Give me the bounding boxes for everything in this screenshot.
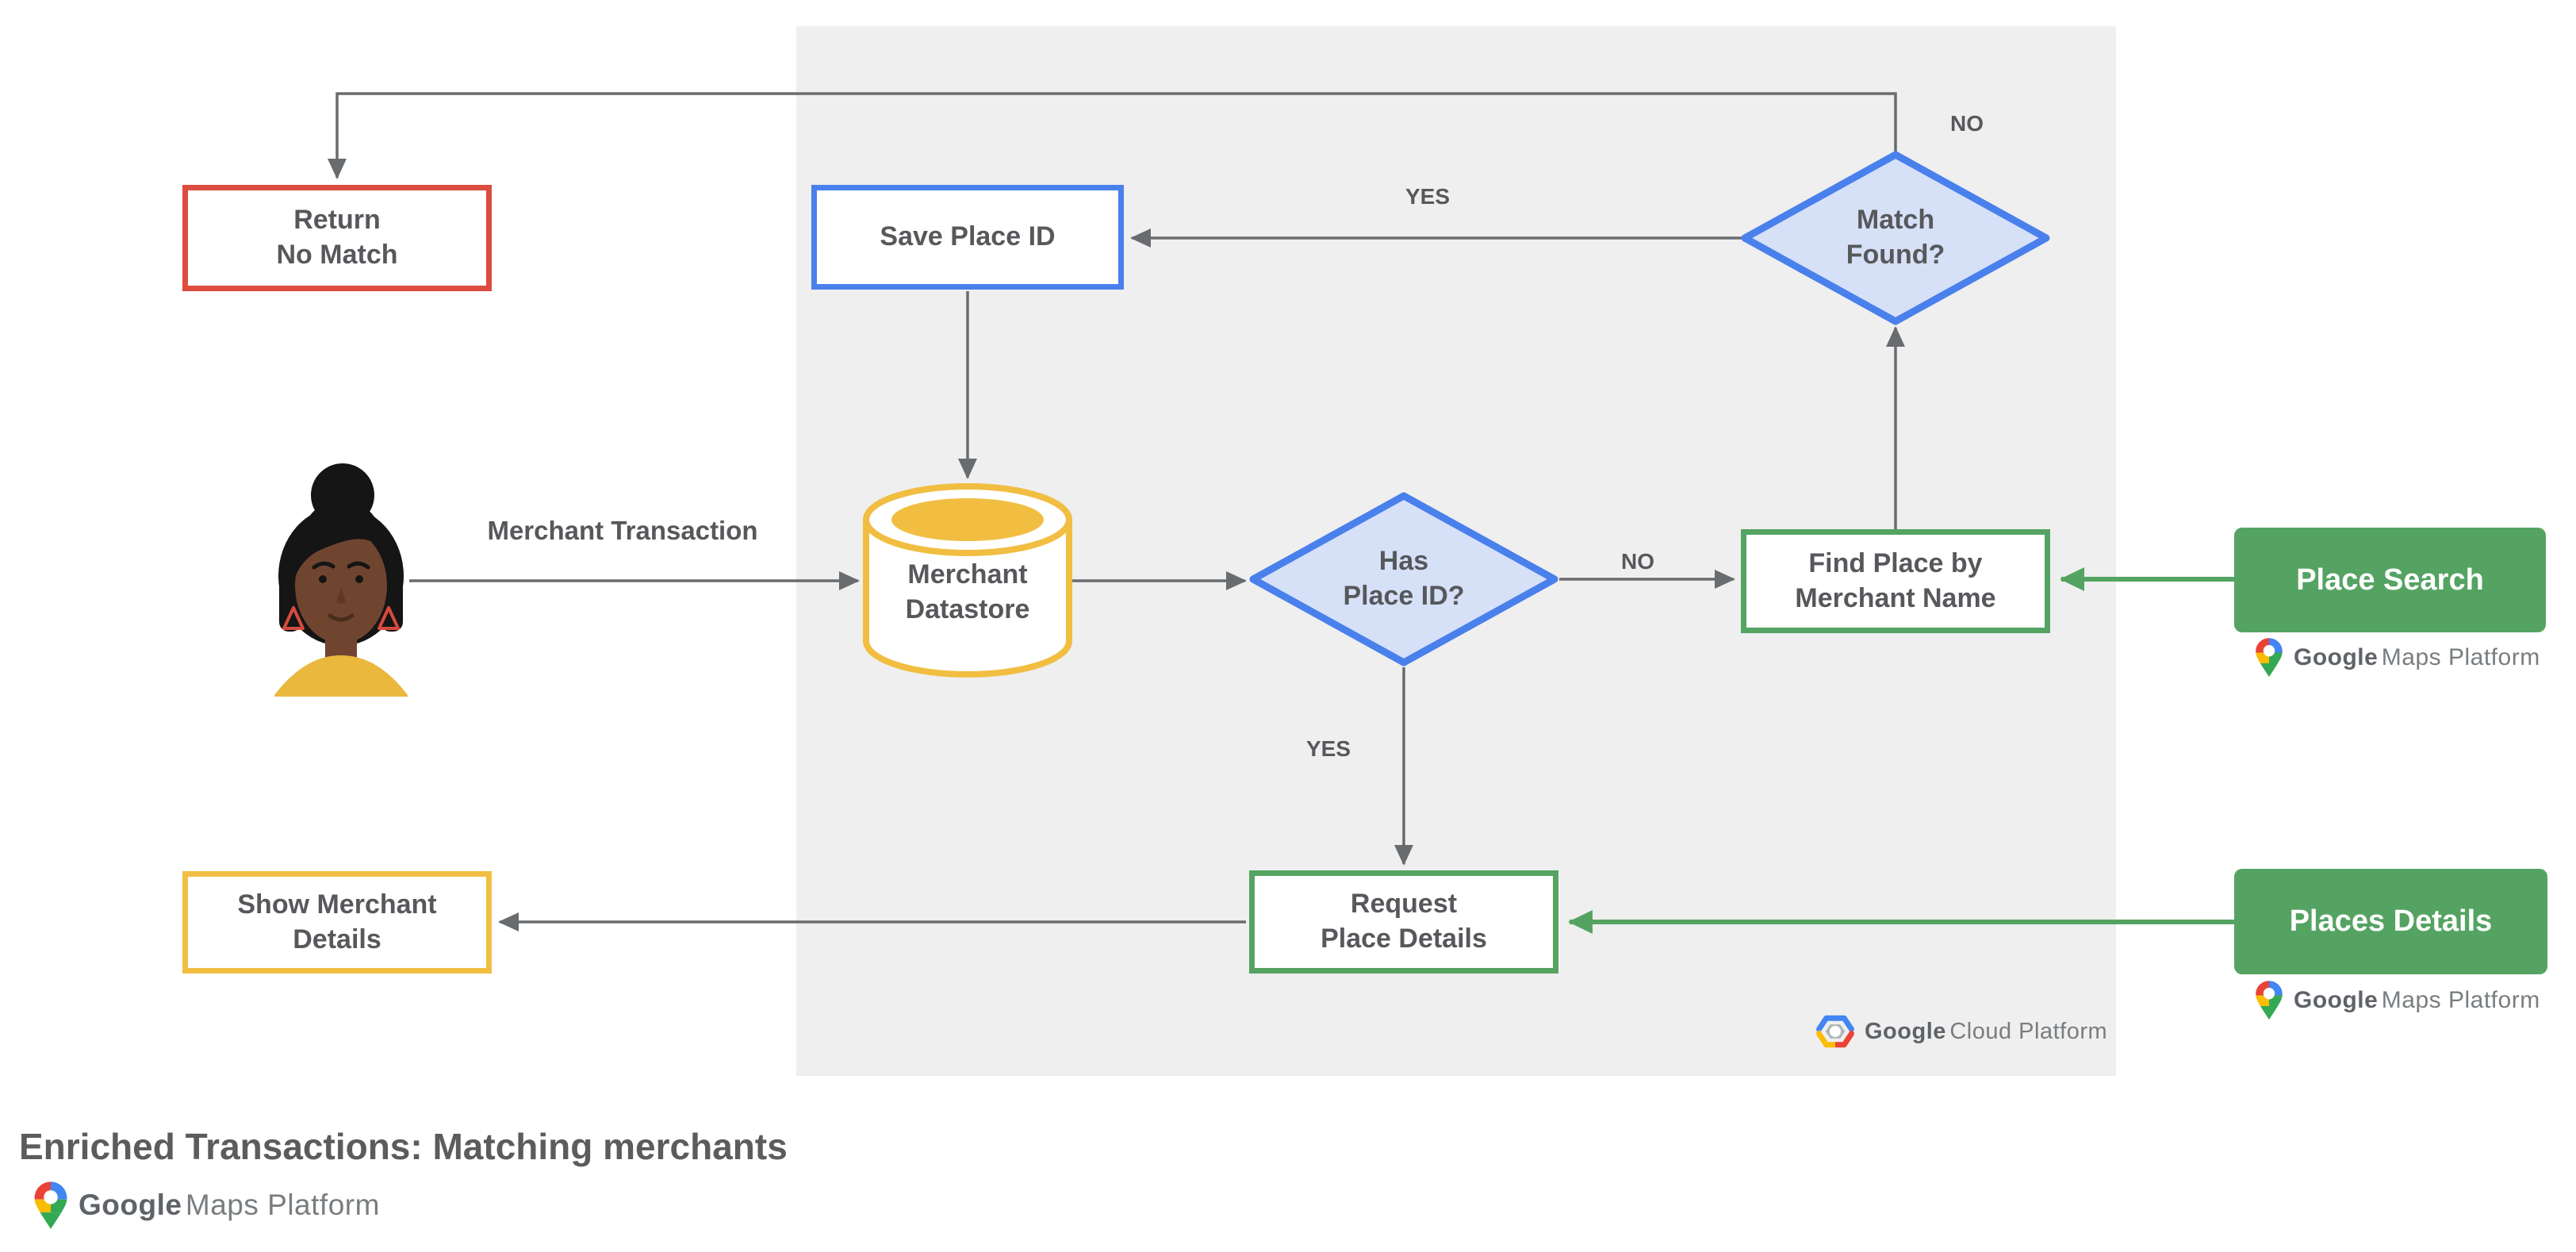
- google-cloud-platform-logo: Google Cloud Platform: [1816, 1015, 2107, 1048]
- label-merchant-datastore: Merchant Datastore: [905, 559, 1030, 624]
- node-places-details: Places Details: [2234, 869, 2547, 974]
- node-save-place-id: Save Place ID: [811, 185, 1124, 290]
- label-match-found: Match Found?: [1846, 205, 1945, 270]
- maps-platform-logo-place-search: Google Maps Platform: [2255, 637, 2540, 678]
- logo-text-google: Google: [2294, 643, 2379, 670]
- maps-pin-icon: [33, 1181, 68, 1230]
- maps-platform-logo-footer: Google Maps Platform: [33, 1181, 380, 1230]
- maps-pin-icon: [2255, 637, 2283, 678]
- node-place-search: Place Search: [2234, 528, 2546, 632]
- label-has-place-id: Has Place ID?: [1343, 546, 1465, 611]
- maps-platform-logo-places-details: Google Maps Platform: [2255, 980, 2540, 1020]
- node-find-place-by-merchant-name: Find Place by Merchant Name: [1741, 529, 2050, 633]
- gcp-hexagon-icon: [1816, 1015, 1854, 1048]
- label-merchant-transaction: Merchant Transaction: [487, 516, 758, 545]
- maps-pin-icon: [2255, 980, 2283, 1020]
- label-yes-has-place-id: YES: [1305, 736, 1351, 761]
- label-no-match-found: NO: [1950, 111, 1984, 136]
- cylinder-merchant-datastore-body: [863, 520, 1072, 678]
- diamond-match-found: [1741, 151, 2050, 325]
- cylinder-merchant-datastore-top-inner: [891, 498, 1044, 541]
- logo-text-maps-platform: Maps Platform: [2381, 643, 2540, 670]
- logo-text-cloud-platform: Cloud Platform: [1949, 1018, 2108, 1044]
- node-request-place-details: Request Place Details: [1249, 870, 1558, 974]
- logo-text-maps-platform: Maps Platform: [2381, 986, 2540, 1013]
- label-yes-match-found: YES: [1405, 184, 1451, 209]
- edge-matchfound-no-to-return: [328, 92, 1897, 179]
- logo-text-google: Google: [79, 1189, 182, 1221]
- person-avatar: [274, 463, 408, 697]
- logo-text-google: Google: [2294, 986, 2379, 1013]
- logo-text-maps-platform: Maps Platform: [185, 1189, 380, 1221]
- diamond-has-place-id: [1249, 492, 1558, 666]
- node-return-no-match: Return No Match: [182, 185, 492, 291]
- logo-text-google: Google: [1865, 1018, 1946, 1044]
- node-show-merchant-details: Show Merchant Details: [182, 871, 492, 974]
- page-title: Enriched Transactions: Matching merchant…: [19, 1126, 788, 1167]
- label-no-has-place-id: NO: [1621, 549, 1654, 574]
